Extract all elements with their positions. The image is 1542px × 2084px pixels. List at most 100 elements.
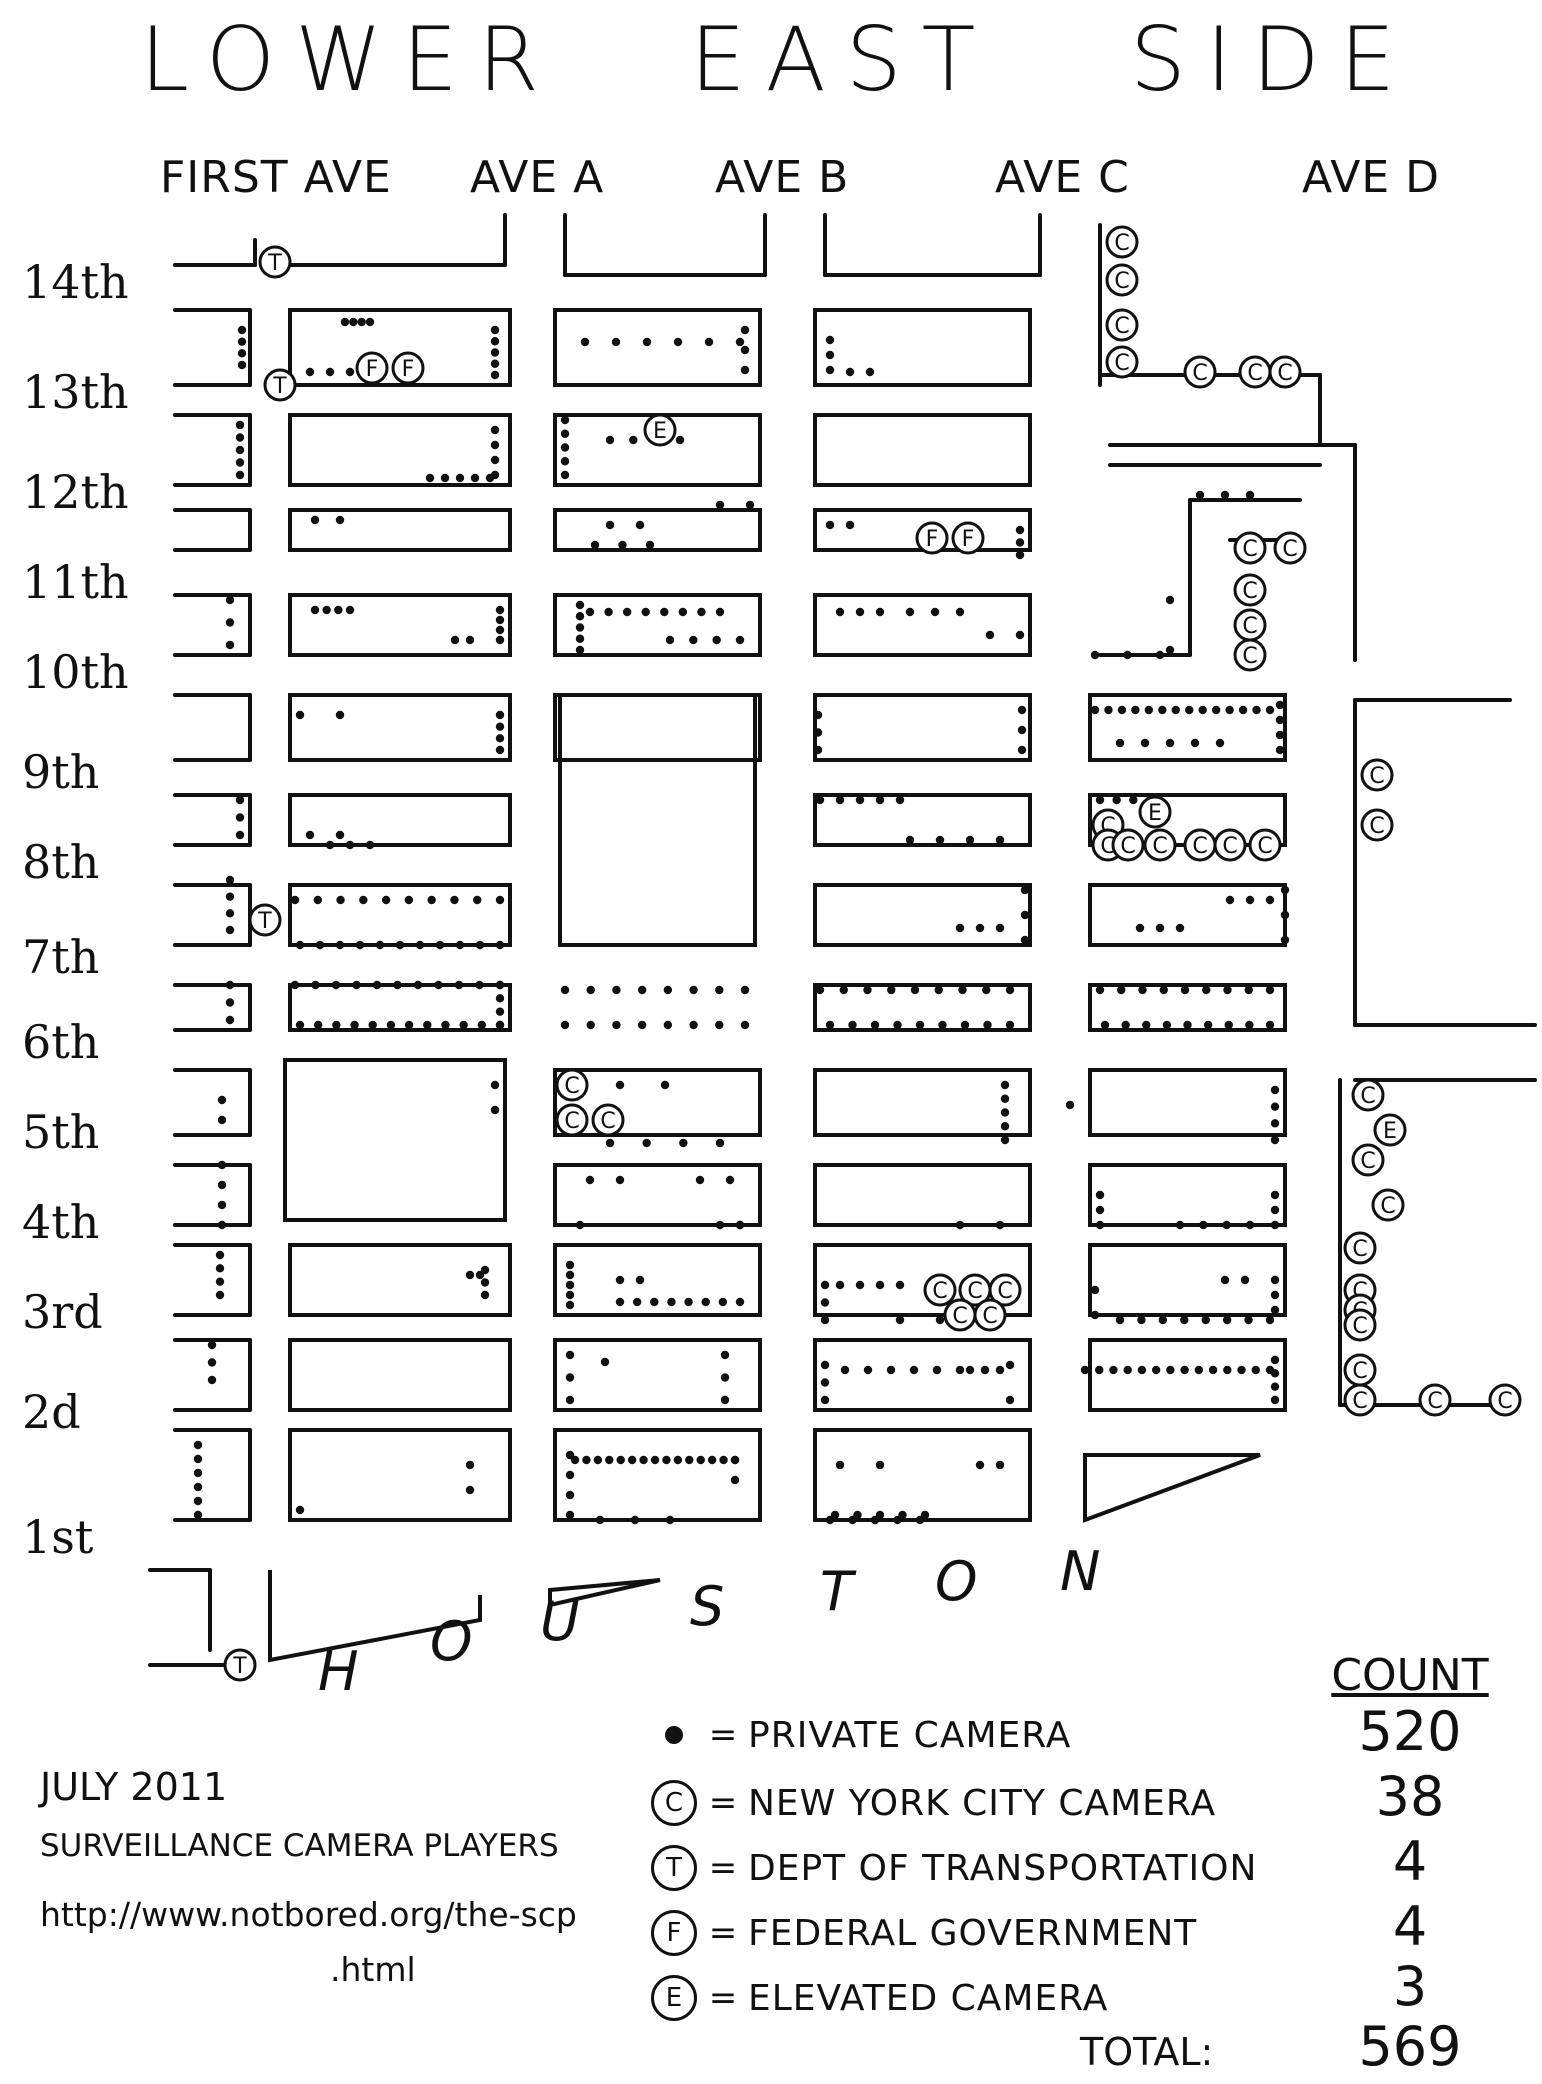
- private-camera-dot: [1155, 650, 1165, 660]
- private-camera-dot: [1135, 923, 1145, 933]
- private-camera-dot: [735, 1297, 745, 1307]
- private-camera-dot: [1017, 745, 1027, 755]
- private-camera-dot: [1015, 550, 1025, 560]
- private-camera-dot: [1112, 795, 1121, 805]
- private-camera-dot: [217, 1115, 227, 1125]
- private-camera-dot: [650, 1455, 660, 1465]
- private-camera-dot: [215, 1250, 225, 1260]
- city-block: [813, 883, 1032, 947]
- private-camera-dot: [820, 1360, 830, 1370]
- private-camera-dot: [870, 1020, 880, 1030]
- private-camera-dot: [565, 1290, 575, 1300]
- city-camera-icon-letter: C: [1114, 351, 1129, 376]
- total-label: TOTAL:: [1080, 2030, 1214, 2074]
- private-camera-dot: [381, 895, 391, 905]
- private-camera-dot: [1245, 490, 1255, 500]
- city-camera-icon-letter: C: [1242, 537, 1257, 562]
- private-camera-dot: [1095, 985, 1105, 995]
- private-camera-dot: [965, 1365, 975, 1375]
- private-camera-dot: [393, 980, 402, 990]
- city-camera-icon: [1360, 758, 1394, 792]
- elevated-camera-icon: E: [650, 1974, 698, 2022]
- private-camera-dot: [575, 1220, 585, 1230]
- private-camera-dot: [875, 1510, 885, 1520]
- avenue-label-first: FIRST AVE: [160, 152, 392, 203]
- city-camera-icon-letter: C: [1242, 579, 1257, 604]
- legend-label: FEDERAL GOVERNMENT: [748, 1912, 1198, 1954]
- private-camera-dot: [325, 840, 335, 850]
- city-block: [813, 1243, 1032, 1317]
- private-camera-dot: [455, 473, 465, 483]
- private-camera-dot: [1165, 645, 1175, 655]
- city-block: [553, 593, 762, 657]
- private-camera-dot: [995, 1365, 1005, 1375]
- city-camera-icon-letter: C: [1282, 537, 1297, 562]
- city-camera-icon-letter: C: [1152, 834, 1167, 859]
- private-camera-dot: [413, 980, 423, 990]
- private-camera-dot: [605, 1138, 615, 1148]
- private-camera-dot: [605, 1455, 614, 1465]
- private-camera-dot: [1270, 1205, 1280, 1215]
- private-camera-dot: [637, 985, 647, 995]
- private-camera-dot: [1222, 1220, 1231, 1230]
- private-camera-dot: [235, 420, 245, 430]
- city-camera-icon: C: [650, 1779, 698, 1827]
- private-camera-dot: [1251, 1365, 1260, 1375]
- private-camera-dot: [1270, 1395, 1280, 1405]
- private-camera-dot: [495, 1020, 505, 1030]
- private-camera-dot: [1275, 700, 1285, 710]
- private-camera-dot: [1155, 923, 1165, 933]
- private-camera-dot-icon: [650, 1711, 698, 1759]
- city-block: [813, 1338, 1032, 1412]
- private-camera-dot: [336, 895, 345, 905]
- private-camera-dot: [635, 1275, 645, 1285]
- private-camera-dot: [207, 1340, 217, 1350]
- private-camera-dot: [875, 1460, 885, 1470]
- private-camera-dot: [235, 433, 245, 442]
- city-block: [1088, 883, 1287, 947]
- private-camera-dot: [845, 367, 855, 377]
- private-camera-dot: [630, 1515, 640, 1525]
- private-camera-dot: [720, 1350, 730, 1360]
- private-camera-dot: [995, 1220, 1005, 1230]
- private-camera-dot: [1208, 1365, 1218, 1375]
- transportation-camera-icon: [258, 245, 292, 279]
- federal-camera-icon: [391, 351, 425, 385]
- street-label-5th: 5th: [22, 1105, 100, 1159]
- private-camera-dot: [440, 473, 450, 483]
- city-block: [1088, 983, 1287, 1032]
- private-camera-dot: [1015, 525, 1025, 535]
- private-camera-dot: [322, 605, 331, 615]
- private-camera-dot: [934, 985, 943, 995]
- private-camera-dot: [335, 830, 345, 840]
- city-camera-icon-letter: C: [997, 1279, 1012, 1304]
- private-camera-dot: [235, 458, 245, 467]
- private-camera-dot: [495, 994, 505, 1003]
- city-camera-icon: [1105, 263, 1139, 297]
- private-camera-dot: [935, 1315, 945, 1325]
- city-camera-icon-letter: C: [1247, 361, 1262, 386]
- credit-date: JULY 2011: [40, 1765, 228, 1809]
- private-camera-dot: [334, 605, 343, 615]
- city-block: [553, 1428, 762, 1522]
- private-camera-dot: [495, 940, 505, 950]
- private-camera-dot: [955, 1365, 965, 1375]
- private-camera-dot: [707, 1455, 717, 1465]
- city-block: [813, 1163, 1032, 1227]
- city-block: [553, 1338, 762, 1412]
- city-block: [553, 1068, 762, 1137]
- private-camera-dot: [667, 1297, 676, 1307]
- private-camera-dot: [1131, 705, 1140, 715]
- private-camera-dot: [345, 605, 355, 615]
- city-camera-icon: [1488, 1383, 1522, 1417]
- private-camera-dot: [386, 1020, 396, 1030]
- private-camera-dot: [632, 1297, 642, 1307]
- city-camera-icon-letter: C: [1352, 1359, 1367, 1384]
- private-camera-dot: [450, 895, 459, 905]
- private-camera-dot: [895, 1315, 905, 1325]
- private-camera-dot: [815, 985, 825, 995]
- private-camera-dot: [423, 1020, 432, 1030]
- private-camera-dot: [863, 1365, 873, 1375]
- private-camera-dot: [237, 349, 247, 358]
- private-camera-dot: [712, 635, 721, 645]
